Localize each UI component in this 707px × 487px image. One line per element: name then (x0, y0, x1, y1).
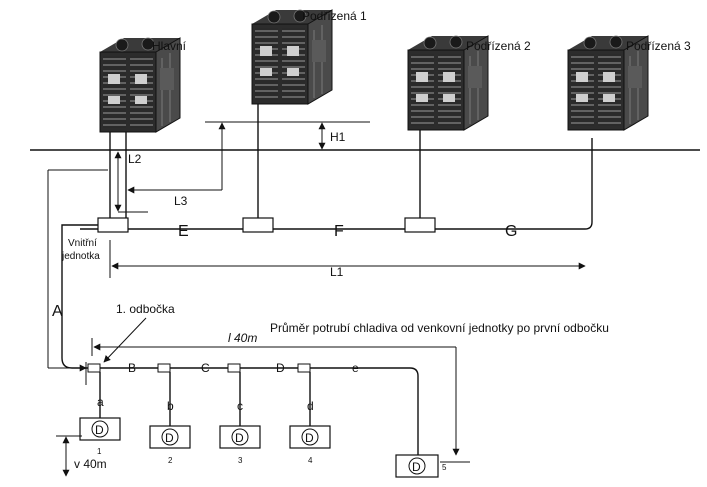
refrigerant-pipe-note: Průměr potrubí chladiva od venkovní jedn… (270, 321, 609, 335)
l40-label: l 40m (228, 331, 257, 345)
indoor-unit-5: D 5 (395, 454, 447, 478)
segment-c-label: C (201, 361, 210, 375)
svg-text:D: D (305, 431, 314, 445)
tee-joint-sub1 (242, 217, 274, 233)
main-unit-label: Hlavní (152, 39, 187, 53)
svg-text:D: D (235, 431, 244, 445)
sub1-unit-label: Podřízená 1 (302, 9, 367, 23)
indoor-unit-label-line1: Vnitřní (68, 238, 97, 249)
indoor-unit-1: D 1 (79, 417, 121, 456)
pipe-segment-e-small (409, 367, 419, 455)
svg-text:D: D (165, 431, 174, 445)
unit-number-4: 4 (308, 456, 313, 465)
unit-number-3: 3 (238, 456, 243, 465)
branch-pipe-a-label: a (97, 395, 104, 409)
l2-label: L2 (128, 152, 142, 166)
l1-label: L1 (330, 265, 344, 279)
tee-joint-main (97, 217, 129, 233)
segment-b-label: B (128, 361, 136, 375)
segment-e-small-label: e (352, 361, 359, 375)
branch-fitting-2 (157, 363, 171, 373)
indoor-unit-3: D 3 (219, 425, 261, 465)
segment-a-label: A (52, 303, 63, 320)
branch-fitting-3 (227, 363, 241, 373)
h1-label: H1 (330, 130, 346, 144)
branch-pipe-c-label: c (237, 399, 243, 413)
unit-number-5: 5 (442, 463, 447, 472)
segment-e-label: E (178, 223, 189, 240)
branch-pipe-b-label: b (167, 399, 174, 413)
sub3-unit-label: Podřízená 3 (626, 39, 691, 53)
sub2-unit-label: Podřízená 2 (466, 39, 531, 53)
segment-d-label: D (276, 361, 285, 375)
indoor-unit-4: D 4 (289, 425, 331, 465)
indoor-unit-2: D 2 (149, 425, 191, 465)
v40-label: v 40m (74, 457, 107, 471)
svg-text:D: D (412, 460, 421, 474)
tee-joint-sub2 (404, 217, 436, 233)
segment-f-label: F (334, 223, 344, 240)
unit-number-1: 1 (97, 447, 102, 456)
first-branch-label: 1. odbočka (116, 302, 175, 316)
branch-pipe-d-label: d (307, 399, 314, 413)
l3-label: L3 (174, 194, 188, 208)
sub3-riser (584, 138, 593, 230)
indoor-unit-label-line2: jednotka (61, 251, 100, 262)
sub1-outdoor-unit (251, 9, 333, 105)
unit-number-2: 2 (168, 456, 173, 465)
svg-text:D: D (95, 423, 104, 437)
segment-g-label: G (505, 223, 517, 240)
branch-fitting-1 (87, 363, 101, 373)
branch-fitting-4 (297, 363, 311, 373)
